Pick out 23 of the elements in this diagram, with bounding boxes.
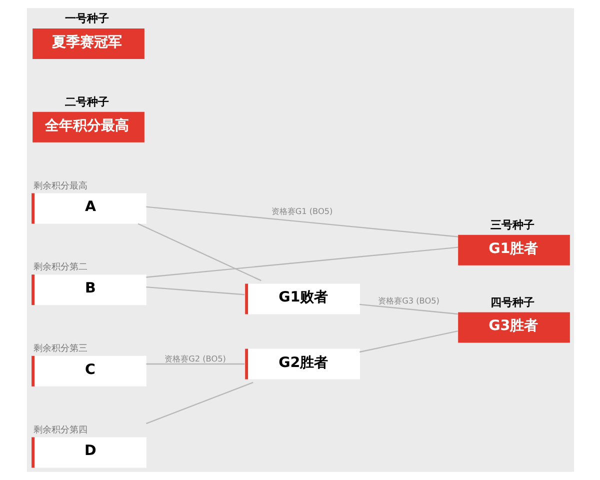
- node-box: 夏季赛冠军: [32, 28, 144, 60]
- node-box: 全年积分最高: [32, 112, 144, 142]
- node-box: G3胜者: [458, 312, 570, 343]
- connector: [145, 382, 253, 424]
- edge-label: 资格赛G1 (BO5): [270, 206, 332, 216]
- node-label: 四号种子: [490, 296, 534, 309]
- node-label: 二号种子: [64, 96, 109, 109]
- connector: [358, 330, 458, 353]
- connector: [146, 286, 244, 296]
- edge-label: 资格赛G3 (BO5): [378, 295, 439, 306]
- node-label: 三号种子: [490, 218, 534, 232]
- node-label: 一号种子: [64, 12, 109, 26]
- edge-label: 资格赛G2 (BO5): [164, 353, 226, 364]
- node-box: G1胜者: [458, 234, 570, 266]
- connector: [137, 223, 261, 282]
- node-label: 剩余积分第三: [33, 344, 88, 354]
- connector: [146, 206, 458, 238]
- node-label: 剩余积分第四: [33, 425, 88, 436]
- connector: [359, 304, 458, 315]
- node-label: 剩余积分第二: [33, 262, 88, 273]
- connector: [146, 363, 244, 365]
- connector: [146, 246, 458, 278]
- node-label: 剩余积分最高: [33, 181, 88, 192]
